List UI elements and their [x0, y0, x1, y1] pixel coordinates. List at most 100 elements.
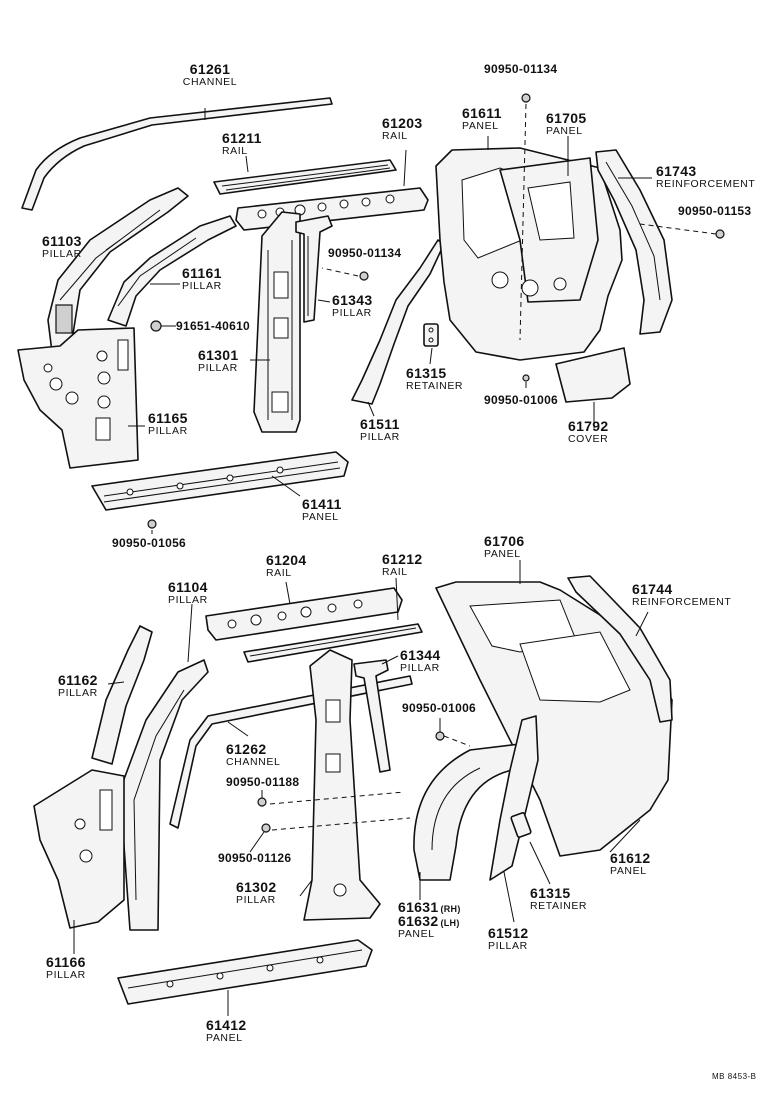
- clip-90950-01006-lower: [435, 731, 445, 741]
- pillar-61512: [489, 715, 539, 881]
- label-61411: 61411 PANEL: [302, 497, 342, 523]
- label-61706: 61706 PANEL: [484, 534, 524, 560]
- part-number: 90950-01134: [484, 62, 558, 76]
- label-61165: 61165 PILLAR: [148, 411, 188, 437]
- label-61166: 61166 PILLAR: [46, 955, 86, 981]
- part-number: 61512: [488, 925, 529, 941]
- pillar-61104: [119, 659, 209, 931]
- part-name: PANEL: [610, 865, 647, 877]
- label-61512: 61512 PILLAR: [488, 926, 528, 952]
- part-number: 61744: [632, 581, 673, 597]
- part-name: PILLAR: [332, 307, 372, 319]
- label-90950-01006-upper: 90950-01006: [484, 394, 558, 406]
- clip-90950-01188: [257, 797, 267, 807]
- label-90950-01188: 90950-01188: [226, 776, 299, 788]
- part-number: 61161: [182, 265, 222, 281]
- label-91651-40610: 91651-40610: [176, 320, 250, 332]
- part-number: 61261: [189, 61, 231, 77]
- channel-61261: [21, 97, 333, 211]
- label-61211: 61211 RAIL: [222, 131, 262, 157]
- part-number: 61103: [42, 233, 82, 249]
- pillar-61161: [107, 215, 237, 327]
- part-name: PILLAR: [400, 662, 440, 674]
- part-number: 61344: [400, 647, 441, 663]
- part-number: 61705: [546, 110, 587, 126]
- part-name: RETAINER: [530, 900, 588, 912]
- part-number: 61262: [226, 741, 267, 757]
- part-number: 61412: [206, 1017, 247, 1033]
- part-name: PILLAR: [360, 431, 400, 443]
- label-90950-01153: 90950-01153: [678, 205, 751, 217]
- clip-90950-01056: [147, 519, 157, 529]
- part-name: PILLAR: [46, 969, 86, 981]
- clip-90950-01134-left: [359, 271, 369, 281]
- label-61315-lower: 61315 RETAINER: [530, 886, 587, 912]
- clip-90950-01126: [261, 823, 271, 833]
- part-number: 61612: [610, 850, 651, 866]
- label-90950-01056: 90950-01056: [112, 537, 186, 549]
- label-61344: 61344 PILLAR: [400, 648, 440, 674]
- part-number: 61411: [302, 496, 342, 512]
- part-name: CHANNEL: [182, 76, 238, 88]
- part-number: 61204: [266, 552, 307, 568]
- label-61104: 61104 PILLAR: [168, 580, 208, 606]
- part-name: RAIL: [382, 130, 408, 142]
- pillar-61302: [303, 649, 381, 921]
- part-number: 90950-01056: [112, 536, 187, 550]
- label-61203: 61203 RAIL: [382, 116, 422, 142]
- part-number: 61203: [382, 115, 423, 131]
- part-name: RAIL: [382, 566, 408, 578]
- channel-61262: [169, 675, 413, 829]
- part-number: 90950-01134: [328, 246, 402, 260]
- label-61302: 61302 PILLAR: [236, 880, 276, 906]
- pillar-61344: [353, 659, 391, 773]
- rail-61212: [243, 623, 423, 663]
- label-61161: 61161 PILLAR: [182, 266, 222, 292]
- part-name: REINFORCEMENT: [656, 178, 756, 190]
- part-number: 61511: [360, 416, 400, 432]
- label-61792: 61792 COVER: [568, 419, 608, 445]
- label-61612: 61612 PANEL: [610, 851, 650, 877]
- part-number: 61611: [462, 105, 502, 121]
- side-lh: (LH): [440, 918, 460, 928]
- label-61631-61632: 61631(RH) 61632(LH) PANEL: [398, 900, 461, 940]
- part-name: RAIL: [222, 145, 248, 157]
- part-number: 91651-40610: [176, 319, 251, 333]
- part-name: REINFORCEMENT: [632, 596, 732, 608]
- label-61204: 61204 RAIL: [266, 553, 306, 579]
- cover-61792: [555, 347, 631, 403]
- part-name: PANEL: [484, 548, 521, 560]
- part-name: PANEL: [398, 928, 435, 940]
- part-name: PANEL: [546, 125, 583, 137]
- part-number: 61743: [656, 163, 697, 179]
- part-number-lh: 61632(LH): [398, 913, 460, 929]
- side-rh: (RH): [440, 904, 461, 914]
- label-61212: 61212 RAIL: [382, 552, 422, 578]
- part-name: PILLAR: [58, 687, 98, 699]
- label-61744: 61744 REINFORCEMENT: [632, 582, 731, 608]
- part-name: PILLAR: [488, 940, 528, 952]
- part-number: 61315: [406, 365, 447, 381]
- label-61412: 61412 PANEL: [206, 1018, 246, 1044]
- label-61301: 61301 PILLAR: [198, 348, 238, 374]
- label-90950-01126: 90950-01126: [218, 852, 291, 864]
- label-61511: 61511 PILLAR: [360, 417, 400, 443]
- part-number: 90950-01126: [218, 851, 292, 865]
- part-name: RAIL: [266, 567, 292, 579]
- panel-61411: [91, 451, 349, 511]
- part-name: PILLAR: [42, 248, 82, 260]
- part-name: PILLAR: [182, 280, 222, 292]
- part-number: 61162: [58, 672, 98, 688]
- label-61262: 61262 CHANNEL: [226, 742, 280, 768]
- label-61343: 61343 PILLAR: [332, 293, 372, 319]
- label-61705: 61705 PANEL: [546, 111, 586, 137]
- label-90950-01134-top: 90950-01134: [484, 63, 557, 75]
- part-number: 61166: [46, 954, 86, 970]
- drawing-code: MB 8453-B: [712, 1072, 757, 1081]
- retainer-61315-upper: [423, 323, 439, 347]
- part-number: 61706: [484, 533, 525, 549]
- label-61261: 61261 CHANNEL: [172, 62, 248, 88]
- part-number: 61792: [568, 418, 609, 434]
- part-name: PANEL: [302, 511, 339, 523]
